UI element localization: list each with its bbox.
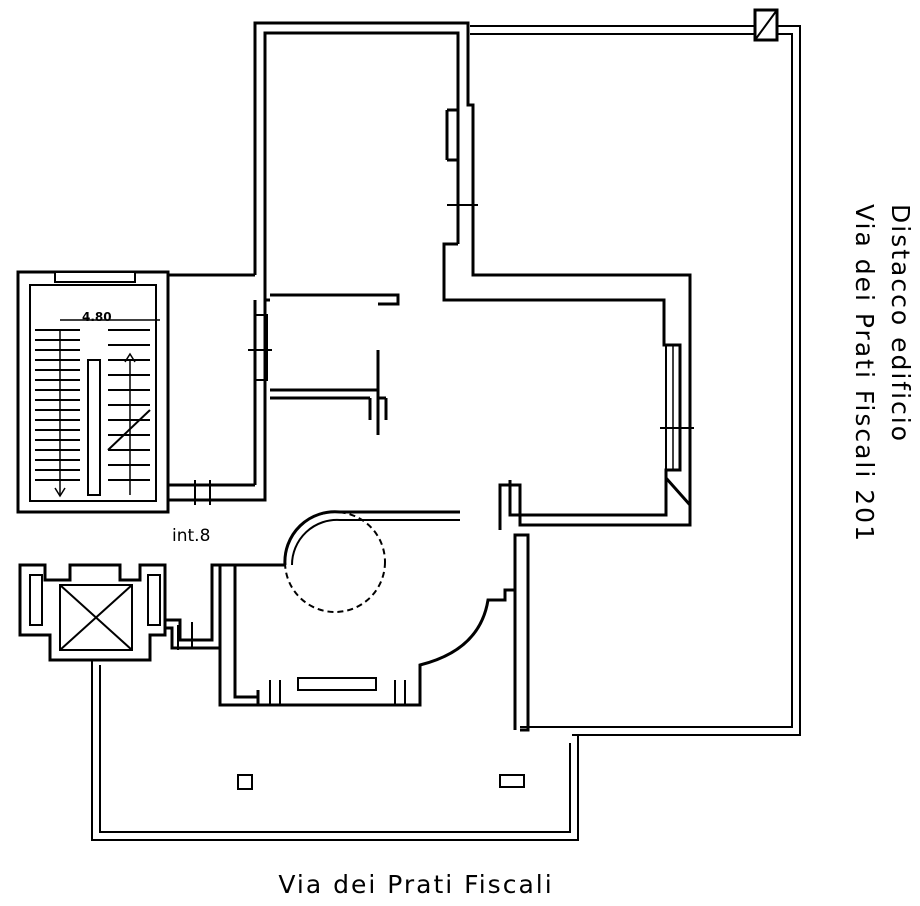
left-window [248, 314, 272, 381]
terrace-boundary-right [470, 25, 801, 736]
circular-hall [283, 510, 460, 613]
corridor-link [168, 273, 267, 505]
terrace-boundary-bottom [91, 660, 579, 841]
street-label-bottom: Via dei Prati Fiscali [278, 870, 554, 899]
staircase [16, 270, 170, 514]
side-note-line2: Via dei Prati Fiscali 201 [850, 204, 879, 543]
unit-label: int.8 [172, 526, 211, 546]
interior-partitions [265, 293, 400, 435]
dimension-label: 4.80 [82, 310, 112, 324]
side-note: Distacco edificio Via dei Prati Fiscali … [838, 204, 918, 574]
corner-marker-icon [753, 8, 779, 42]
apartment-walls [253, 21, 694, 530]
side-note-line1: Distacco edificio [886, 204, 915, 444]
lower-rooms [165, 533, 530, 732]
elevator [18, 563, 167, 662]
